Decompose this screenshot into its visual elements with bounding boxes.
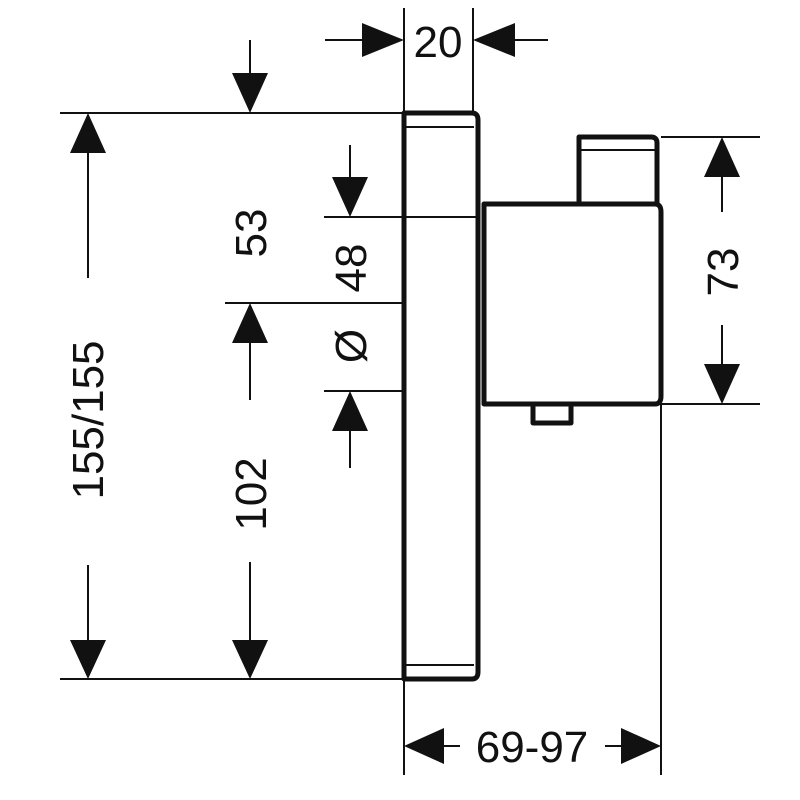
dim-depth-range: 69-97 xyxy=(404,723,661,772)
dim-diameter: 48 Ø xyxy=(327,145,376,468)
dim-upper-offset-label: 53 xyxy=(227,209,276,258)
diameter-symbol: Ø xyxy=(327,329,376,363)
cover-plate xyxy=(401,110,481,682)
extension-lines xyxy=(60,8,760,775)
dim-total-height: 155/155 xyxy=(64,40,268,679)
product-outline xyxy=(401,110,664,682)
dim-module-height-label: 73 xyxy=(699,248,748,297)
dim-width-top-label: 20 xyxy=(414,18,463,67)
dim-diameter-label: 48 xyxy=(327,244,376,293)
dim-width-top: 20 xyxy=(325,18,548,67)
dim-total-height-label: 155/155 xyxy=(64,340,113,499)
bottom-connector xyxy=(530,401,574,426)
dim-module-height: 73 xyxy=(699,137,748,404)
dim-depth-range-label: 69-97 xyxy=(476,723,589,772)
dim-offsets: 53 102 xyxy=(227,209,276,679)
main-body xyxy=(481,201,664,407)
spindle-block xyxy=(576,134,660,207)
dim-lower-offset-label: 102 xyxy=(227,457,276,530)
